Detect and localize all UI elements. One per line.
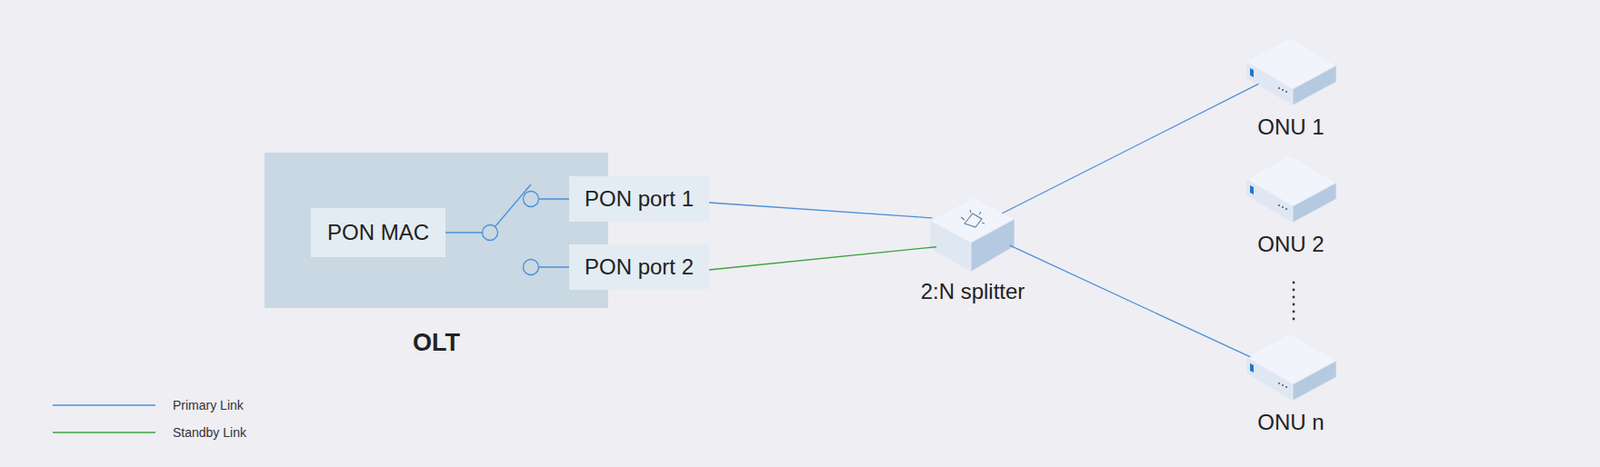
- primary-link: [1010, 245, 1251, 358]
- switch-contact: [482, 225, 499, 241]
- port-stub: [539, 266, 570, 268]
- ellipsis-dot: [1292, 318, 1296, 321]
- switch-contact: [523, 260, 540, 276]
- device-label: ONU 2: [1257, 231, 1324, 259]
- splitter-node: 2:N splitter: [920, 195, 1026, 306]
- legend-line: [52, 430, 156, 435]
- olt-panel: OLTPON MACPON port 1PON port 2: [264, 152, 609, 309]
- panel-title: OLT: [264, 328, 609, 358]
- primary-link: [445, 184, 570, 233]
- panel-label: OLT: [412, 328, 460, 358]
- icon-face: [1292, 182, 1337, 223]
- port-box: PON port 2: [569, 244, 710, 290]
- splitter-icon: [930, 195, 1015, 274]
- onu-node: ONU 2: [1246, 155, 1337, 259]
- icon-face: [1246, 179, 1293, 223]
- legend-label: Primary Link: [172, 398, 244, 414]
- status-led: [1250, 363, 1254, 373]
- port-dot: [1278, 204, 1280, 207]
- ellipsis-dot: [1292, 310, 1296, 314]
- port-dot: [1278, 87, 1280, 90]
- port-dot: [1285, 386, 1288, 389]
- status-led: [1250, 68, 1254, 78]
- legend-label: Standby Link: [172, 425, 247, 441]
- mac-box: PON MAC: [310, 208, 446, 258]
- splitter-symbol: [960, 210, 985, 228]
- ellipsis-dot: [1292, 281, 1296, 285]
- icon-face: [1246, 61, 1293, 106]
- port-dot: [1285, 90, 1288, 93]
- port-dot: [1278, 382, 1280, 385]
- legend-line: [52, 403, 156, 408]
- device-label: 2:N splitter: [920, 279, 1026, 306]
- legend-row: Primary Link: [52, 391, 247, 420]
- status-led: [1250, 185, 1254, 195]
- port-box: PON port 1: [569, 176, 710, 222]
- icon-face: [1292, 360, 1337, 401]
- box-label: PON port 2: [584, 254, 694, 281]
- port-dot: [1281, 384, 1284, 387]
- ellipsis-dot: [1292, 289, 1296, 292]
- device-label: ONU 1: [1257, 114, 1324, 141]
- box-label: PON port 1: [584, 186, 694, 213]
- icon-face: [1246, 357, 1293, 401]
- port-dot: [1285, 208, 1288, 210]
- port-dot: [1281, 89, 1284, 91]
- switch-contact: [523, 191, 540, 208]
- onu-icon: [1246, 38, 1337, 106]
- onu-icon: [1246, 155, 1337, 223]
- icon-face: [970, 219, 1015, 272]
- port-dot: [1281, 206, 1284, 209]
- onu-node: ONU 1: [1246, 38, 1337, 141]
- icon-face: [1292, 65, 1337, 106]
- icon-face: [930, 220, 971, 272]
- onu-node: ONU n: [1246, 333, 1337, 437]
- legend-row: Standby Link: [52, 419, 247, 447]
- standby-link: [709, 247, 937, 270]
- legend-sample: [52, 404, 156, 406]
- legend: Primary LinkStandby Link: [52, 391, 247, 447]
- legend-sample: [52, 431, 156, 433]
- ellipsis-dot: [1292, 303, 1296, 307]
- device-label: ONU n: [1257, 410, 1324, 437]
- ellipsis-dot: [1292, 296, 1296, 300]
- primary-link: [1002, 83, 1260, 213]
- onu-icon: [1246, 333, 1337, 401]
- primary-link: [709, 202, 932, 219]
- box-label: PON MAC: [327, 220, 430, 247]
